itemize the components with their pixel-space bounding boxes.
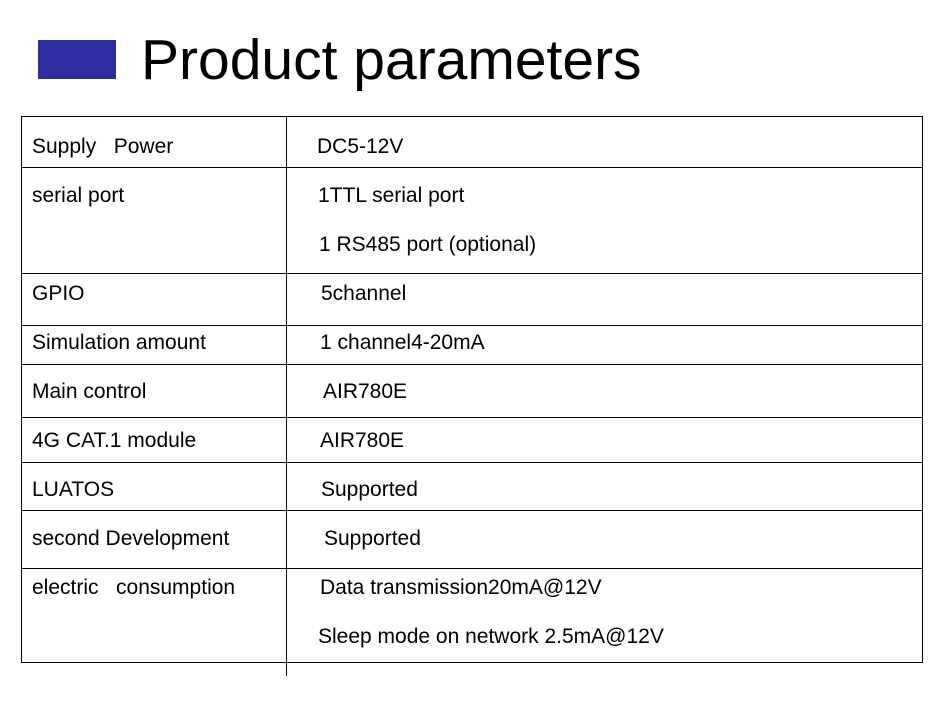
parameter-value: AIR780E	[320, 429, 405, 452]
parameter-value: Sleep mode on network 2.5mA@12V	[318, 625, 664, 648]
title-accent-bar	[38, 40, 116, 79]
row-separator	[21, 325, 923, 326]
table-frame	[21, 116, 923, 663]
row-separator	[21, 417, 923, 418]
parameter-value: 1TTL serial port	[318, 184, 465, 207]
parameter-value: AIR780E	[323, 380, 408, 403]
row-separator	[21, 273, 923, 274]
parameter-label: second Development	[32, 527, 230, 550]
parameter-label: GPIO	[32, 282, 85, 305]
row-separator	[21, 167, 923, 168]
parameter-label: LUATOS	[32, 478, 115, 501]
parameter-value: Supported	[321, 478, 418, 501]
parameter-label: Supply Power	[32, 135, 174, 158]
parameter-label: serial port	[32, 184, 125, 207]
row-separator	[21, 364, 923, 365]
parameter-label: electric consumption	[32, 576, 236, 599]
parameter-value: DC5-12V	[317, 135, 404, 158]
column-divider	[286, 116, 287, 676]
row-separator	[21, 510, 923, 511]
page-title: Product parameters	[141, 28, 642, 92]
parameter-value: 1 channel4-20mA	[320, 331, 485, 354]
parameter-value: Supported	[324, 527, 421, 550]
parameter-value: 1 RS485 port (optional)	[319, 233, 537, 256]
parameter-value: 5channel	[321, 282, 407, 305]
parameter-value: Data transmission20mA@12V	[320, 576, 602, 599]
row-separator	[21, 462, 923, 463]
parameter-label: 4G CAT.1 module	[32, 429, 197, 452]
row-separator	[21, 568, 923, 569]
parameter-label: Simulation amount	[32, 331, 206, 354]
parameter-label: Main control	[32, 380, 147, 403]
